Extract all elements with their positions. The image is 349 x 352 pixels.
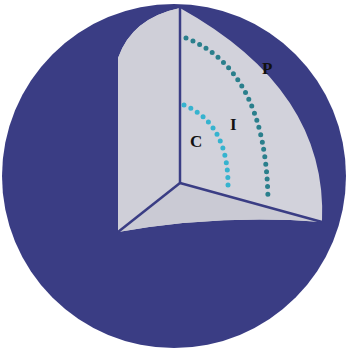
sphere bbox=[2, 4, 346, 348]
axis-line bbox=[180, 183, 322, 222]
layer-label: P bbox=[262, 60, 272, 77]
axis-line bbox=[118, 183, 180, 232]
cutaway-interior bbox=[118, 8, 322, 232]
cutaway-bottom-face bbox=[118, 183, 322, 232]
inner-dotted-boundary bbox=[184, 105, 228, 188]
layer-label: C bbox=[190, 133, 202, 150]
axis-line bbox=[179, 8, 182, 183]
layer-label: I bbox=[230, 116, 237, 133]
